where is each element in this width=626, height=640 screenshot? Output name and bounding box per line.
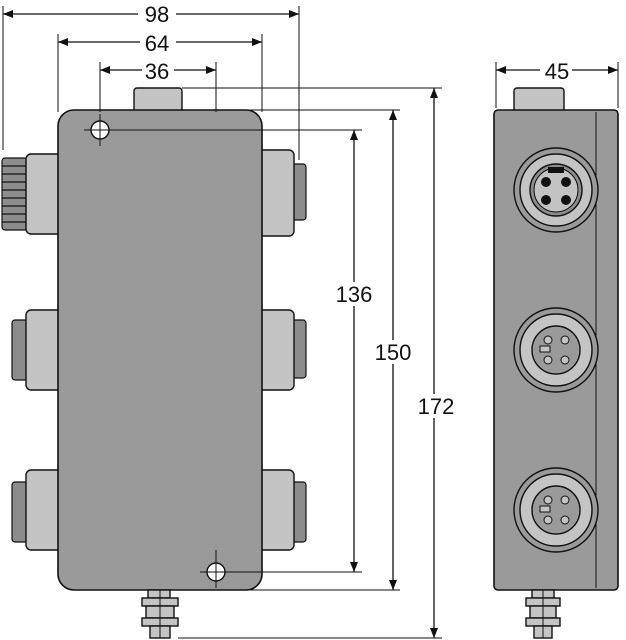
left-connector-3 xyxy=(11,469,63,551)
ground-terminal xyxy=(141,589,179,639)
dim-label-150: 150 xyxy=(375,340,412,365)
dim-width-mid: 64 xyxy=(57,31,263,112)
dim-height-inner: 136 xyxy=(110,129,374,573)
dim-label-45: 45 xyxy=(545,59,569,84)
side-connector-3 xyxy=(513,467,599,553)
left-connector-1 xyxy=(1,153,63,235)
mounting-hole-top xyxy=(84,114,124,146)
housing xyxy=(57,109,263,591)
dim-width-outer: 98 xyxy=(2,2,300,160)
right-connector-3 xyxy=(257,469,307,551)
side-view xyxy=(493,87,619,639)
dim-label-64: 64 xyxy=(145,31,169,56)
side-top-gland xyxy=(513,87,565,113)
dim-side-width: 45 xyxy=(495,59,619,108)
dim-label-172: 172 xyxy=(418,394,455,419)
right-connector-1 xyxy=(257,149,307,237)
dim-height-outer: 172 xyxy=(178,87,456,639)
dim-label-136: 136 xyxy=(336,282,373,307)
right-connector-2 xyxy=(257,309,307,391)
side-ground-terminal xyxy=(525,589,561,639)
side-connector-2 xyxy=(513,307,599,393)
dim-width-inner: 36 xyxy=(99,59,217,112)
dim-height-mid: 150 xyxy=(250,109,414,591)
dim-label-98: 98 xyxy=(145,2,169,27)
dim-label-36: 36 xyxy=(145,59,169,84)
side-connector-1 xyxy=(513,147,599,233)
left-connector-2 xyxy=(11,309,63,391)
front-view xyxy=(1,87,307,639)
